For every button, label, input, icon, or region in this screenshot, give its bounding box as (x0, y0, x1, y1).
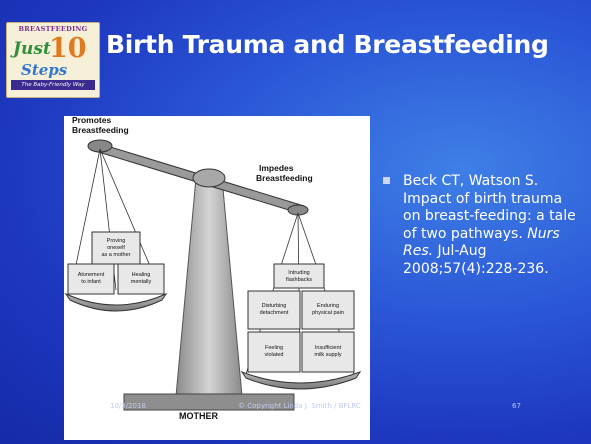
reference-title: Impact of birth trauma on breast-feeding… (403, 190, 576, 242)
slide-title: Birth Trauma and Breastfeeding (106, 30, 549, 59)
box-text: flashbacks (286, 277, 312, 283)
box-disturbing-detachment (247, 290, 301, 330)
box-proving-oneself (91, 231, 141, 265)
box-text: Disturbing (262, 303, 287, 309)
logo-arc-text: BREASTFEEDING (18, 25, 88, 33)
box-text: as a mother (101, 252, 130, 258)
box-text: Insufficient (315, 345, 342, 351)
box-text: oneself (107, 245, 125, 251)
box-text: Enduring (317, 303, 339, 309)
logo-tagline: The Baby-Friendly Way (21, 82, 85, 88)
box-text: Intruding (288, 270, 309, 276)
balance-scale-diagram: Promotes Breastfeeding Impedes Breastfee… (64, 116, 362, 421)
box-text: milk supply (314, 352, 341, 358)
reference-details: Jul-Aug 2008;57(4):228-236. (403, 243, 549, 277)
scale-column (175, 177, 243, 397)
square-bullet-icon (383, 177, 390, 184)
impedes-label-line2: Breastfeeding (256, 173, 313, 183)
footer-page-number: 67 (512, 402, 521, 410)
box-text: mentally (131, 279, 152, 285)
box-insufficient-milk (301, 331, 355, 373)
box-text: Proving (107, 238, 126, 244)
just-10-steps-logo: BREASTFEEDING Just 10 Steps The Baby-Fri… (6, 22, 100, 98)
logo-steps-text: Steps (21, 61, 68, 79)
promotes-label-line2: Breastfeeding (72, 125, 129, 135)
box-text: to infant (81, 279, 101, 285)
mother-label: MOTHER (179, 411, 218, 421)
box-text: violated (265, 352, 284, 358)
footer-date: 10/3/2018 (110, 402, 146, 410)
box-text: Feeling (265, 345, 283, 351)
box-intruding-flashbacks (273, 263, 325, 289)
logo-just-text: Just (13, 39, 51, 59)
box-text: Atonement (78, 272, 105, 278)
box-text: Healing (132, 272, 151, 278)
reference-journal: Nurs Res. (403, 225, 560, 260)
left-pan (64, 292, 168, 312)
scale-pivot (192, 168, 226, 188)
reference-bullet: Beck CT, Watson S. Impact of birth traum… (383, 173, 581, 278)
box-atonement (67, 263, 115, 295)
balance-scale-figure: Promotes Breastfeeding Impedes Breastfee… (64, 116, 370, 440)
logo-number: 10 (49, 33, 87, 64)
right-pan (240, 370, 362, 390)
box-feeling-violated (247, 331, 301, 373)
promotes-label-line1: Promotes (72, 116, 111, 125)
impedes-label-line1: Impedes (259, 163, 294, 173)
scale-base (123, 393, 295, 411)
footer-copyright: © Copyright Linda J. Smith / BFLRC (238, 402, 361, 410)
logo-tagline-bar: The Baby-Friendly Way (11, 80, 95, 90)
box-healing (117, 263, 165, 295)
reference-authors: Beck CT, Watson S. (403, 173, 539, 189)
box-text: detachment (260, 310, 289, 316)
box-text: physical pain (312, 310, 344, 316)
box-enduring-pain (301, 290, 355, 330)
